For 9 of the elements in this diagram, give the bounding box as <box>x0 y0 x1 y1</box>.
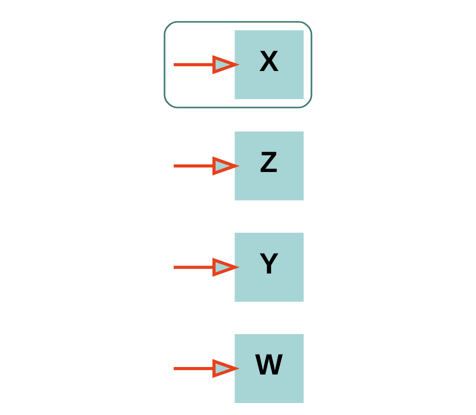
node-box: X <box>234 30 304 99</box>
arrow <box>174 156 240 175</box>
node-box: Y <box>234 232 304 302</box>
arrow <box>174 358 240 378</box>
arrow <box>174 54 240 74</box>
arrow <box>174 257 240 276</box>
node-box: Z <box>234 131 304 200</box>
node-box: W <box>234 334 304 402</box>
cluster <box>164 20 312 108</box>
